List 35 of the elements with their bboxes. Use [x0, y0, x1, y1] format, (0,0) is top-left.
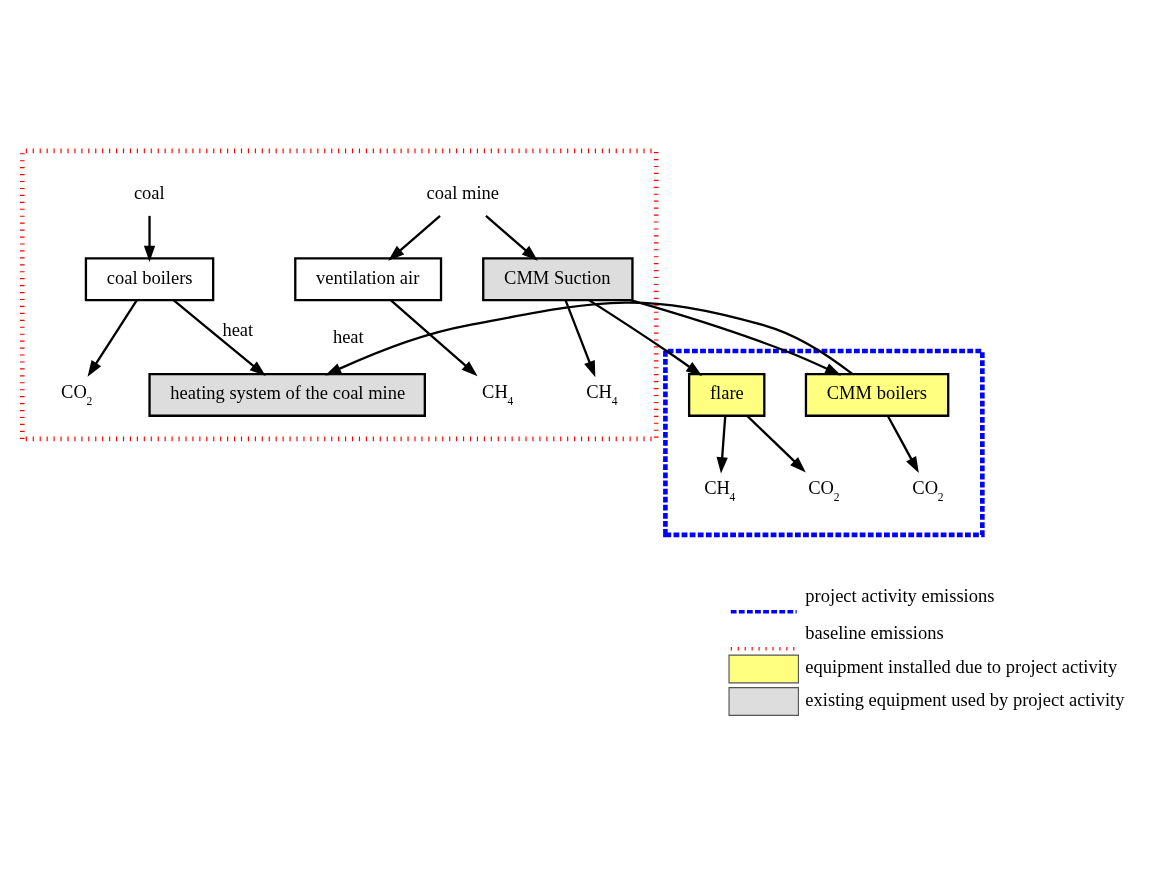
arrow [172, 299, 266, 377]
arrow [325, 301, 853, 376]
node-text: CO$_{2}$ [61, 382, 93, 408]
node-text: coal [133, 183, 165, 204]
arrow [630, 299, 842, 376]
legend-label: baseline emissions [805, 622, 944, 643]
legend-label: equipment installed due to project activity [805, 657, 1118, 678]
node-box: flare [687, 372, 766, 417]
node-text: CO$_{2}$ [808, 478, 840, 504]
node-box: ventilation air [294, 257, 443, 302]
arrow [389, 299, 478, 377]
node-box: CMM boilers [804, 372, 950, 417]
node-text: CO$_{2}$ [912, 478, 944, 504]
node-box: CMM Suction [482, 257, 634, 302]
node-text: CH$_{4}$ [482, 382, 514, 408]
node-box: heating system of the coal mine [148, 372, 426, 417]
arrow [485, 215, 538, 261]
arrow [716, 415, 728, 474]
node-text: coal mine [426, 183, 499, 204]
arrow [746, 415, 806, 473]
cluster [20, 148, 659, 442]
legend-label: project activity emissions [805, 585, 995, 606]
edge-label: heat [222, 319, 254, 340]
arrow [87, 299, 138, 377]
arrow [143, 215, 156, 262]
node-box: coal boilers [84, 257, 215, 302]
edge-label: heat [332, 327, 364, 348]
node-text: CH$_{4}$ [586, 382, 618, 408]
arrow [588, 299, 703, 376]
node-text: CH$_{4}$ [704, 478, 736, 504]
arrow [388, 215, 441, 261]
arrow [886, 415, 919, 474]
arrow [564, 299, 596, 378]
cluster [663, 348, 985, 538]
legend-label: existing equipment used by project activity [805, 689, 1125, 710]
